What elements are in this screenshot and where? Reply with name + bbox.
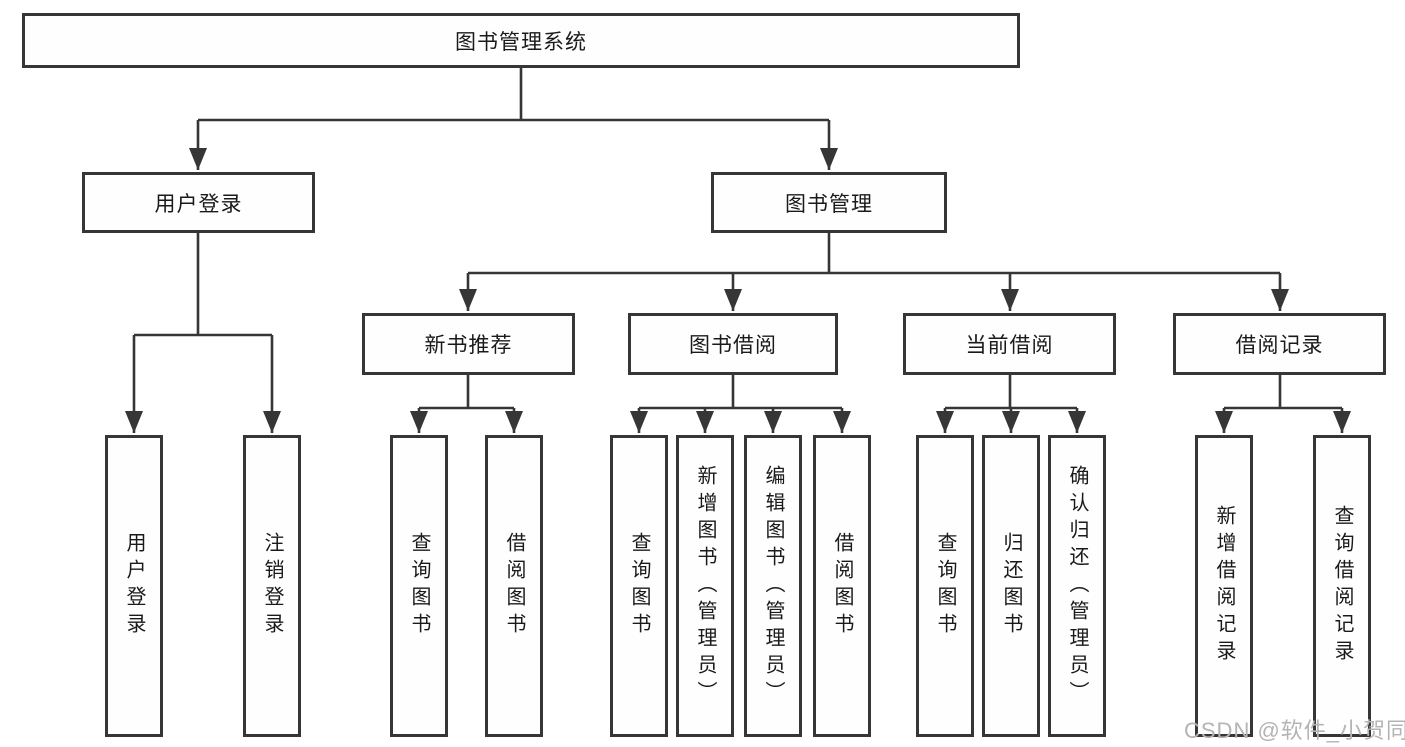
node-user-login: 用户登录 <box>82 172 315 233</box>
node-book-management: 图书管理 <box>711 172 947 233</box>
node-leaf-current-confirm-admin: 确认归还（管理员） <box>1048 435 1106 737</box>
node-leaf-borrow-query: 查询图书 <box>610 435 668 737</box>
node-leaf-record-query: 查询借阅记录 <box>1313 435 1371 737</box>
node-leaf-newbook-borrow: 借阅图书 <box>485 435 543 737</box>
node-book-borrowing: 图书借阅 <box>628 313 838 375</box>
node-leaf-record-add: 新增借阅记录 <box>1195 435 1253 737</box>
node-leaf-borrow-book: 借阅图书 <box>813 435 871 737</box>
node-leaf-newbook-query: 查询图书 <box>390 435 448 737</box>
node-root: 图书管理系统 <box>22 13 1020 68</box>
node-borrowing-records: 借阅记录 <box>1173 313 1386 375</box>
node-leaf-logout: 注销登录 <box>243 435 301 737</box>
node-leaf-borrow-add-admin: 新增图书（管理员） <box>676 435 734 737</box>
node-current-borrowing: 当前借阅 <box>903 313 1116 375</box>
node-new-book-recommend: 新书推荐 <box>362 313 575 375</box>
node-leaf-current-return: 归还图书 <box>982 435 1040 737</box>
node-leaf-borrow-edit-admin: 编辑图书（管理员） <box>744 435 802 737</box>
node-leaf-user-login: 用户登录 <box>105 435 163 737</box>
csdn-watermark: CSDN @软件_小贺同学 <box>1184 718 1405 743</box>
node-leaf-current-query: 查询图书 <box>916 435 974 737</box>
